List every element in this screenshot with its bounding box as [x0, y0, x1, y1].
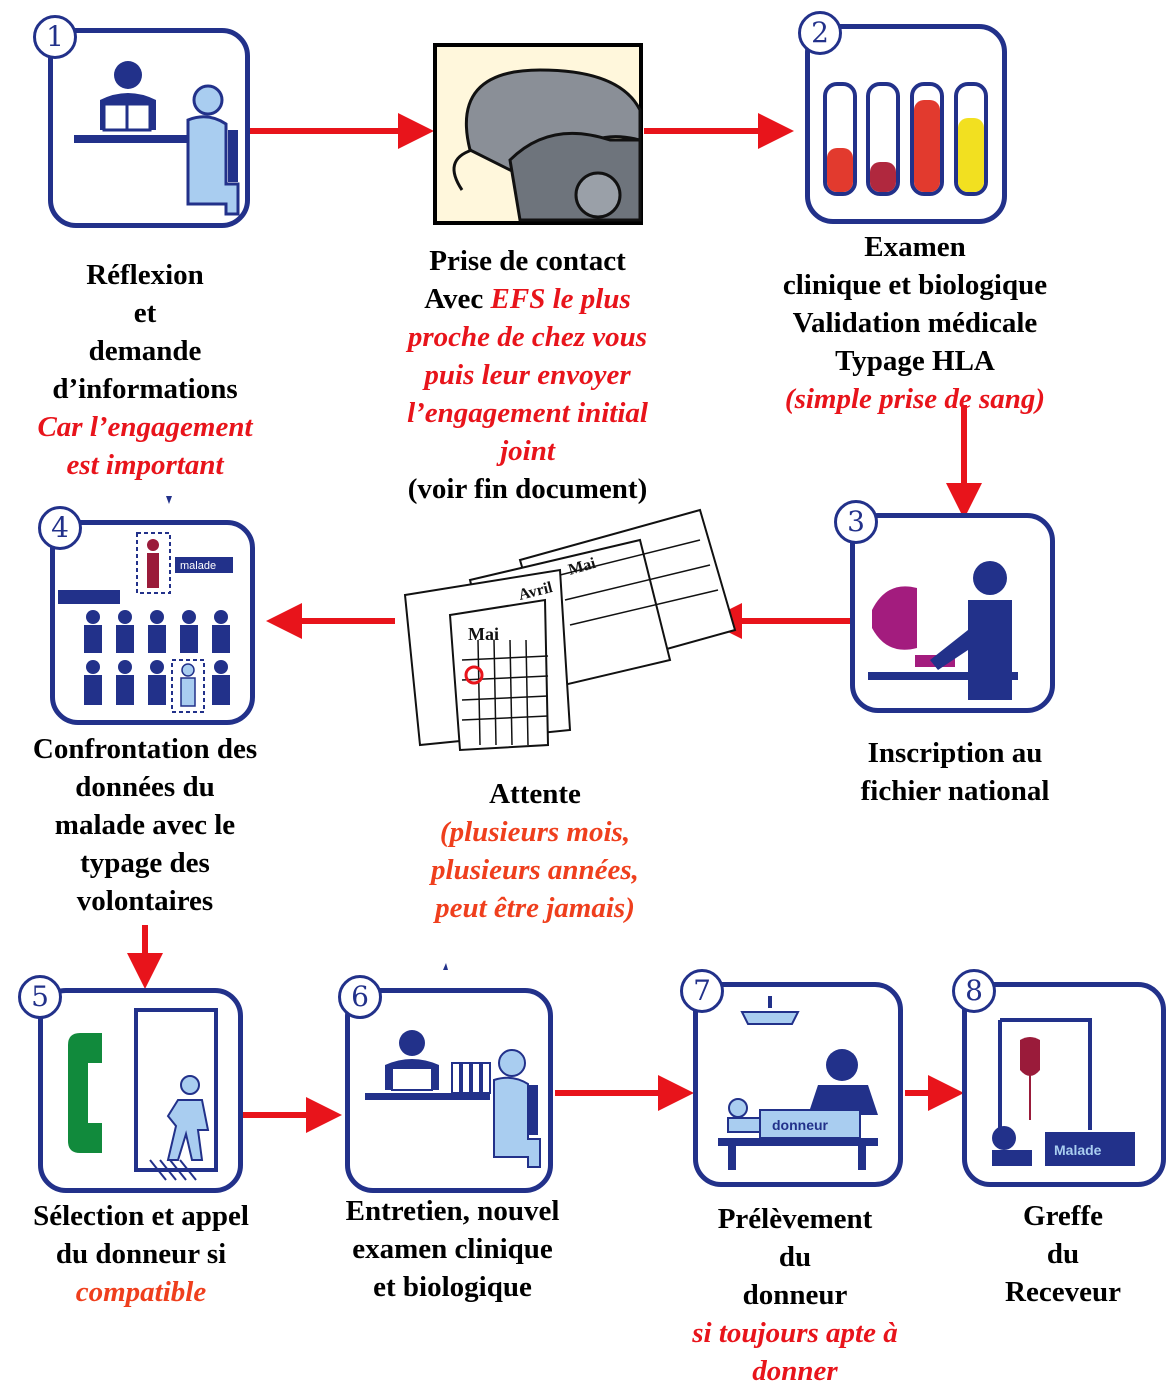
step-1-number: 1 [33, 15, 77, 59]
step-2-line-2: clinique et biologique [782, 269, 1048, 301]
step-3-line-1: Inscription au [867, 737, 1043, 769]
step-6-label: Entretien, nouvel examen clinique et bio… [310, 1192, 595, 1306]
wait-note-3: peut être jamais) [435, 892, 635, 924]
pictogram-malade-label: malade [180, 560, 216, 572]
step-3-line-2: fichier national [860, 775, 1050, 807]
step-2-label: Examen clinique et biologique Validation… [735, 228, 1095, 418]
step-8-line-1: Greffe [1023, 1200, 1103, 1232]
wait-note-2: plusieurs années, [431, 854, 639, 886]
step-5-note: compatible [75, 1276, 207, 1308]
step-1-line-2: et [133, 297, 157, 329]
step-8-line-3: Receveur [1005, 1276, 1121, 1308]
step-5-label: Sélection et appel du donneur si compati… [0, 1197, 282, 1311]
step-7-line-3: donneur [742, 1279, 848, 1311]
contact-tail: (voir fin document) [407, 473, 648, 505]
step-2-note: (simple prise de sang) [784, 383, 1046, 415]
step-8-line-2: du [1046, 1238, 1080, 1270]
step-6-line-3: et biologique [373, 1271, 532, 1303]
contact-em-5: joint [500, 435, 555, 467]
contact-em-4: l’engagement initial [407, 397, 648, 429]
step-7-number: 7 [680, 969, 724, 1013]
step-4-line-4: typage des [80, 847, 210, 879]
step-7-label: Prélèvement du donneur si toujours apte … [655, 1200, 935, 1389]
step-2-number: 2 [798, 11, 842, 55]
step-3-number: 3 [834, 500, 878, 544]
wait-label: Attente (plusieurs mois, plusieurs année… [380, 775, 690, 927]
step-6-line-1: Entretien, nouvel [345, 1195, 560, 1227]
step-1-line-4: d’informations [52, 373, 238, 405]
step-4-line-5: volontaires [76, 885, 214, 917]
malade-label: Malade [1054, 1142, 1102, 1158]
step-7-line-2: du [778, 1241, 812, 1273]
step-1-label: Réflexion et demande d’informations Car … [0, 256, 290, 484]
wait-title: Attente [489, 778, 581, 810]
small-marker-bottom [443, 963, 448, 970]
step-7-note-2: donner [752, 1355, 838, 1387]
step-4-line-1: Confrontation des [32, 733, 258, 765]
step-1-line-1: Réflexion [86, 259, 204, 291]
step-8-label: Greffe du Receveur [960, 1197, 1166, 1311]
contact-em-2: proche de chez vous [407, 321, 648, 353]
step-2-line-4: Typage HLA [835, 345, 995, 377]
contact-em-1: EFS le plus [490, 283, 631, 315]
small-marker-top [166, 496, 172, 504]
step-5-number: 5 [18, 975, 62, 1019]
contact-label: Prise de contact Avec EFS le plus proche… [365, 242, 690, 508]
step-2-line-3: Validation médicale [792, 307, 1038, 339]
step-3-label: Inscription au fichier national [820, 734, 1090, 810]
step-4-line-3: malade avec le [54, 809, 236, 841]
donneur-label: donneur [772, 1117, 829, 1133]
step-8-number: 8 [952, 969, 996, 1013]
step-6-line-2: examen clinique [352, 1233, 553, 1265]
step-4-line-2: données du [75, 771, 215, 803]
contact-line-1: Prise de contact [429, 245, 626, 277]
step-1-note-2: est important [66, 449, 224, 481]
step-5-line-2: du donneur si [55, 1238, 227, 1270]
step-5-line-1: Sélection et appel [33, 1200, 249, 1232]
step-4-label: Confrontation des données du malade avec… [0, 730, 290, 920]
step-6-number: 6 [338, 975, 382, 1019]
step-2-line-1: Examen [864, 231, 966, 263]
step-4-number: 4 [38, 506, 82, 550]
step-7-note-1: si toujours apte à [692, 1317, 898, 1349]
contact-em-3: puis leur envoyer [424, 359, 631, 391]
contact-avec: Avec [424, 283, 491, 315]
wait-note-1: (plusieurs mois, [439, 816, 631, 848]
step-7-line-1: Prélèvement [717, 1203, 873, 1235]
step-1-note-1: Car l’engagement [37, 411, 253, 443]
step-1-line-3: demande [88, 335, 202, 367]
calendar-month-may: Mai [468, 624, 499, 644]
